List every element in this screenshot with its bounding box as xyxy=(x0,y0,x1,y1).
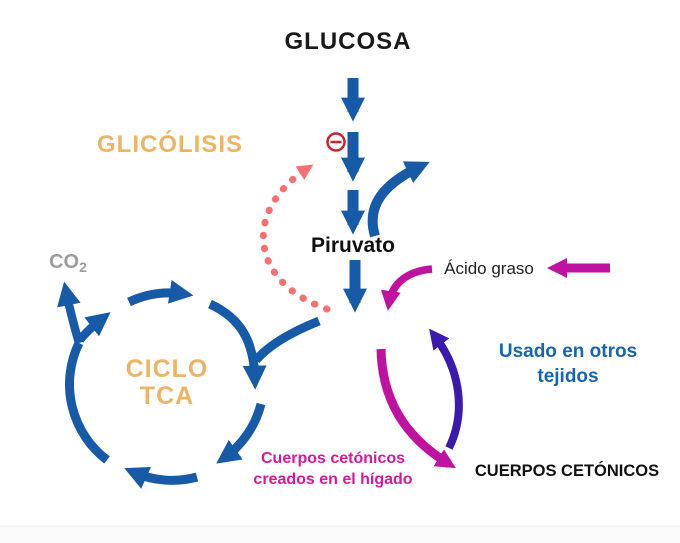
footer-band xyxy=(0,526,680,543)
inhibition-circle-icon xyxy=(326,132,346,152)
ketone-note-line1: Cuerpos cetónicos xyxy=(261,450,405,467)
used-in-tissues-line2: tejidos xyxy=(537,366,598,387)
co2-base: CO xyxy=(49,251,79,273)
tca-cycle-label-line2: TCA xyxy=(140,382,194,410)
tca-input-branch xyxy=(252,316,321,364)
arrow-ketones-out xyxy=(376,348,456,469)
used-in-tissues-line1: Usado en otros xyxy=(499,341,637,362)
tca-arc-top xyxy=(127,279,194,307)
tca-arc-right-lower xyxy=(216,402,266,464)
ketone-bodies-label: CUERPOS CETÓNICOS xyxy=(475,461,659,480)
glycolysis-label: GLICÓLISIS xyxy=(97,130,243,158)
arrow-inhibition-feedback xyxy=(259,164,331,313)
co2-subscript: 2 xyxy=(79,259,87,275)
arrow-fatty-acid-to-junction xyxy=(380,265,433,311)
arrow-pyruvate-branch-up xyxy=(367,161,430,238)
fatty-acid-label: Ácido graso xyxy=(444,259,534,278)
tca-arc-left xyxy=(65,341,110,464)
pyruvate-label: Piruvato xyxy=(311,234,395,257)
tca-arc-bottom xyxy=(124,466,199,489)
tca-cycle-label-line1: CICLO xyxy=(126,355,209,383)
arrow-to-co2 xyxy=(57,281,84,345)
ketone-note-line2: creados en el hígado xyxy=(253,471,412,488)
glucose-title: GLUCOSA xyxy=(285,28,412,55)
tca-arc-left-head xyxy=(76,312,111,343)
arrow-ketones-to-tissues xyxy=(429,328,463,450)
co2-label: CO2 xyxy=(49,251,87,275)
tca-arc-right-upper xyxy=(208,299,267,390)
